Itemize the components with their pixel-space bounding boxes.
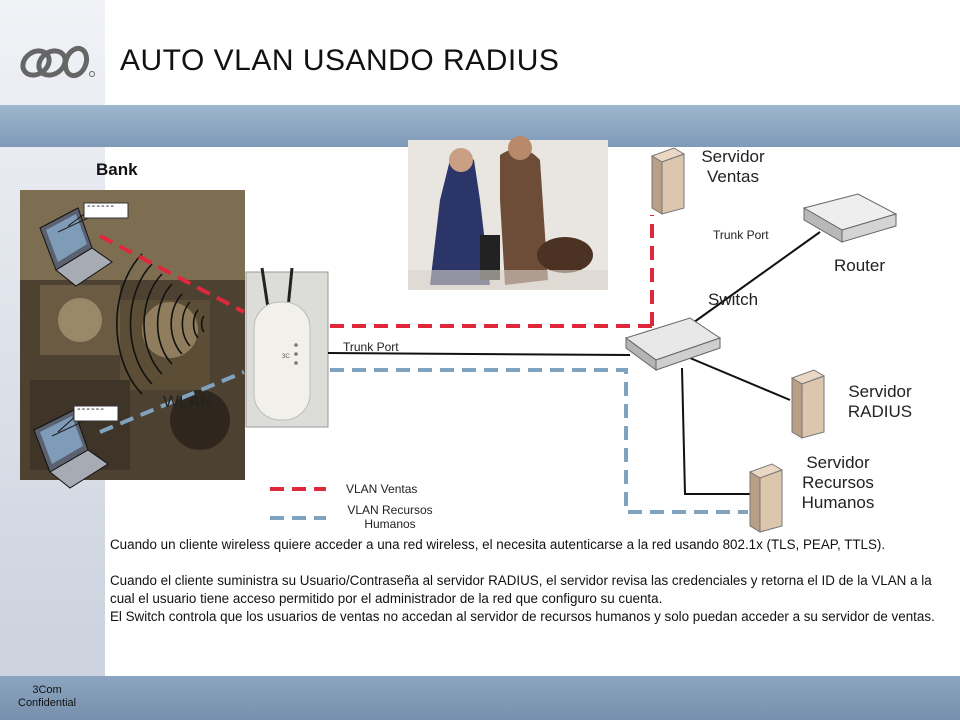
- trunk-port-label: Trunk Port: [713, 228, 769, 242]
- description-paragraph: Cuando un cliente wireless quiere accede…: [110, 537, 886, 552]
- server-radius-label-line: RADIUS: [847, 402, 913, 421]
- legend-hr-label: VLAN Recursos Humanos: [332, 503, 448, 531]
- cable-switch-router: [689, 231, 821, 326]
- server-sales-label-line: Ventas: [707, 167, 759, 186]
- server-hr-label: Servidor Recursos Humanos: [790, 453, 886, 513]
- description: Cuando un cliente wireless quiere accede…: [110, 536, 955, 626]
- cable-switch-hr: [681, 367, 750, 495]
- 3com-logo-icon: [20, 45, 95, 79]
- footer-confidential: Confidential: [18, 697, 77, 709]
- legend-sales-label: VLAN Ventas: [346, 482, 418, 496]
- credential-box: [73, 405, 119, 422]
- laptop-icon: [33, 409, 109, 489]
- description-paragraph: Cuando el cliente suministra su Usuario/…: [110, 573, 932, 606]
- legend: [270, 487, 326, 520]
- server-sales-label: Servidor Ventas: [688, 147, 778, 187]
- wlan-label: WLAN: [163, 392, 213, 411]
- legend-hr-label-line: Humanos: [364, 517, 416, 531]
- credential-box: [83, 202, 129, 219]
- server-radius-label: Servidor RADIUS: [840, 382, 920, 422]
- svg-text:3C: 3C: [282, 354, 290, 360]
- bank-photo: [20, 190, 245, 480]
- trunk-cable: [327, 352, 631, 356]
- router-label: Router: [834, 256, 886, 275]
- laptop-icon: [39, 207, 113, 287]
- footer-company: 3Com: [32, 684, 62, 696]
- router-icon: [802, 193, 898, 243]
- footer-band: [0, 676, 960, 720]
- slide-title: AUTO VLAN USANDO RADIUS: [120, 44, 560, 77]
- switch-icon: [624, 317, 722, 371]
- vlan-hr-path: [99, 368, 748, 514]
- access-point-icon: 3C: [245, 267, 329, 428]
- server-radius-icon: [790, 369, 826, 439]
- business-people-photo: [408, 136, 608, 290]
- cable-switch-radius: [689, 357, 791, 401]
- server-hr-icon: [748, 463, 784, 533]
- switch-label: Switch: [708, 290, 759, 309]
- description-paragraph: El Switch controla que los usuarios de v…: [110, 609, 935, 624]
- server-sales-icon: [650, 147, 686, 215]
- trunk-port-label: Trunk Port: [343, 340, 399, 354]
- server-hr-label-line: Humanos: [801, 493, 875, 512]
- legend-hr-label-line: VLAN Recursos: [347, 503, 433, 517]
- bank-label: Bank: [96, 160, 138, 179]
- laptop-display-text: ------: [87, 200, 115, 212]
- server-sales-label-line: Servidor: [701, 147, 765, 166]
- server-hr-label-line: Recursos: [802, 473, 874, 492]
- footer: 3Com Confidential: [18, 684, 76, 710]
- laptop-display-text: ------: [77, 403, 105, 415]
- title-area: [105, 0, 960, 105]
- wireless-signal-icon: [116, 253, 205, 395]
- vlan-sales-path: [99, 215, 654, 328]
- server-hr-label-line: Servidor: [806, 453, 870, 472]
- server-radius-label-line: Servidor: [848, 382, 912, 401]
